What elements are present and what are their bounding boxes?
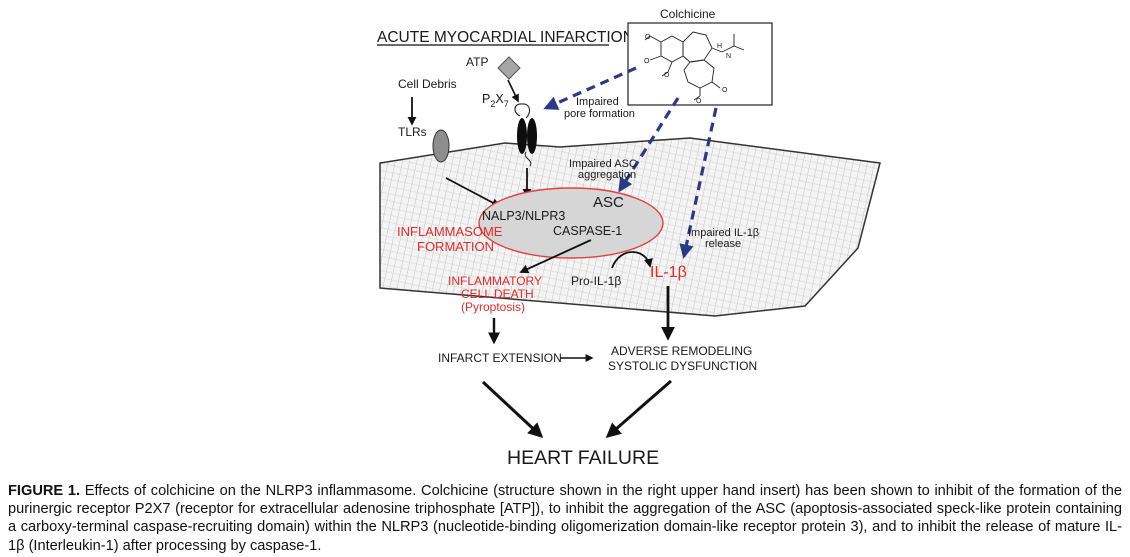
colchicine-label: Colchicine [660,7,716,21]
p2x7-channel-left [517,118,527,154]
dashed-arrow-pore [543,66,637,110]
impaired-pore-label-2: pore formation [564,108,635,120]
colchicine-structure [644,31,745,101]
tlr-arrow [445,177,501,207]
infarct-extension-label: INFARCT EXTENSION [438,351,562,365]
atp-arrow [507,79,519,103]
cell-death-label-2: CELL DEATH [461,287,534,301]
infarct-to-hf-arrow [481,380,544,439]
p2x7-label: P2X7 [482,92,509,109]
nlrp3-pathway-diagram: ACUTE MYOCARDIAL INFARCTION Colchicine O… [377,7,881,469]
tlr-receptor [432,129,450,163]
impaired-pore-label-1: Impaired [576,96,619,108]
caspase-label: CASPASE-1 [553,224,622,238]
systolic-dysfunction-label: SYSTOLIC DYSFUNCTION [608,359,757,373]
impaired-il-label-1: Impaired IL-1β [688,227,759,239]
cell-debris-label: Cell Debris [398,77,457,91]
caspase-to-death-arrow [519,239,592,274]
struct-n: N [726,53,731,60]
atp-diamond [497,56,521,80]
caption-text: Effects of colchicine on the NLRP3 infla… [8,483,1122,554]
dashed-arrow-asc [618,97,680,193]
struct-o-2: O [644,58,650,65]
caption-label: FIGURE 1. [8,483,81,499]
asc-label: ASC [593,194,624,211]
impaired-asc-label-1: Impaired ASC [569,158,637,170]
struct-o-3: O [664,72,670,79]
dashed-arrow-il1b [679,107,718,259]
figure-caption: FIGURE 1. Effects of colchicine on the N… [8,482,1122,555]
pro-il1b-label: Pro-IL-1β [571,274,621,288]
adverse-remodeling-label: ADVERSE REMODELING [611,344,752,358]
impaired-asc-label-2: aggregation [578,169,636,181]
il1b-label: IL-1β [650,264,687,281]
heart-failure-label: HEART FAILURE [507,447,659,469]
cell-death-label-3: (Pyroptosis) [461,300,525,314]
inflammasome-ellipse [478,187,664,259]
p2x7-loop [514,103,531,119]
atp-label: ATP [466,55,488,69]
processing-curve-arrow [611,251,653,269]
diagram-title: ACUTE MYOCARDIAL INFARCTION [377,29,634,46]
p2x7-tail [524,151,532,167]
cell-death-label-1: INFLAMMATORY [448,274,542,288]
impaired-il-label-2: release [705,238,741,250]
struct-o-1: O [645,34,651,41]
struct-o-4: O [722,87,728,94]
struct-h: H [717,43,722,50]
inflammasome-label-1: INFLAMMASOME [397,224,503,239]
struct-o-5: O [696,98,702,105]
remodeling-to-hf-arrow [605,379,672,438]
inflammasome-label-2: FORMATION [417,239,494,254]
nalp3-label: NALP3/NLPR3 [482,209,565,223]
tlrs-label: TLRs [398,125,427,139]
p2x7-channel-right [527,118,537,154]
